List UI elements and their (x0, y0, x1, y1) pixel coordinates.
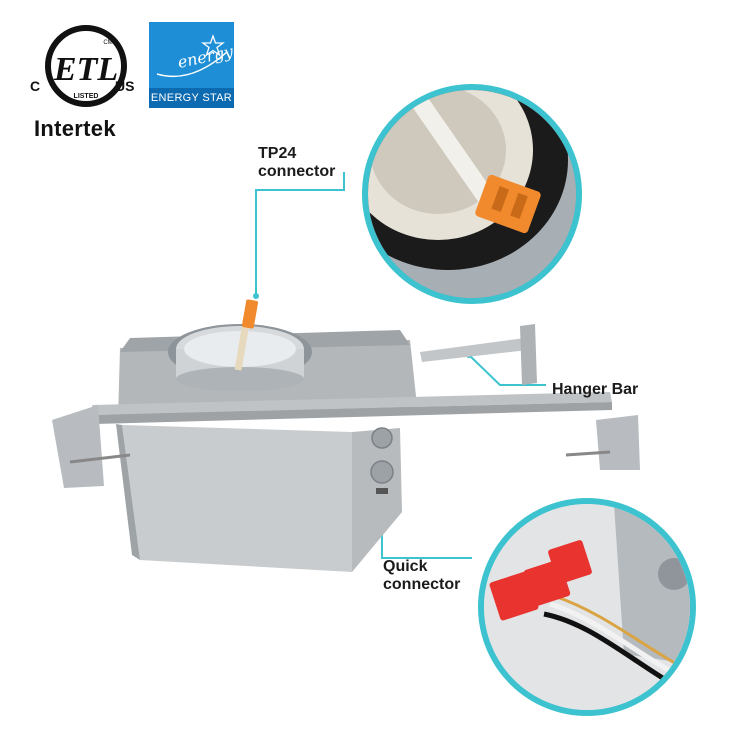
tp24-callout-line (255, 172, 345, 296)
tp24-detail-circle (362, 84, 582, 304)
intertek-label: Intertek (34, 116, 116, 141)
tp24-callout: TP24 connector (258, 145, 335, 181)
quick-connector-detail-circle (478, 498, 696, 716)
tp24-connector-photo (368, 90, 576, 298)
svg-text:ETL: ETL (53, 51, 118, 88)
hanger-bar-label: Hanger Bar (552, 381, 639, 398)
tp24-label-line2: connector (258, 163, 336, 180)
quick-label-line1: Quick (383, 558, 428, 575)
quick-connector-callout: Quick connector (383, 558, 460, 594)
energy-star-label: ENERGY STAR (149, 88, 234, 108)
tp24-label-line1: TP24 (258, 145, 297, 162)
quick-label-line2: connector (383, 576, 461, 593)
etl-listed-text: LISTED (74, 93, 99, 100)
etl-listed-logo: ETL LISTED CM (30, 18, 140, 138)
etl-seal-icon: ETL LISTED CM (45, 25, 127, 107)
quick-connector-photo (484, 504, 690, 710)
etl-us-label: US (115, 78, 135, 94)
energy-star-icon: energy (156, 34, 234, 78)
etl-c-label: C (30, 78, 41, 94)
svg-text:CM: CM (103, 40, 112, 46)
hanger-callout-line (468, 354, 546, 386)
